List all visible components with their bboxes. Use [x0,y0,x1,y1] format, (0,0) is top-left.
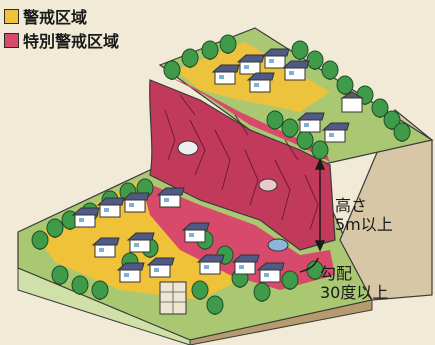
height-annotation-line2: 5m以上 [335,215,393,234]
building-icon [340,91,364,113]
tree-icon [51,265,69,285]
tree-icon [291,40,309,60]
rock-icon [177,140,289,252]
house-icon [156,187,185,208]
house-icon [246,72,275,93]
tree-icon [219,34,237,54]
tree-icon [306,50,324,70]
house-icon [296,112,325,133]
house-icon [321,122,350,143]
building-icon [159,281,187,315]
house-icon [281,60,310,81]
special-zone-lowland [140,180,335,290]
base-slab-front [17,267,191,345]
legend-item-special: 特別警戒区域 [4,28,119,52]
house-icon [181,222,210,243]
tree-icon [201,40,219,60]
house-icon [196,254,225,275]
tree-icon [206,295,224,315]
houses-layer [71,48,350,283]
tree-icon [191,280,209,300]
tree-icon [371,98,389,118]
tree-icon [296,130,314,150]
tree-icon [281,118,299,138]
plateau-side-wall [339,109,433,301]
house-icon [261,48,290,69]
house-icon [146,257,175,278]
legend: 警戒区域 特別警戒区域 [4,4,119,52]
tree-icon [383,110,401,130]
height-annotation-line1: 高さ [335,196,368,215]
house-icon [256,262,285,283]
special-zone-plateau [160,72,330,162]
height-annotation: 高さ 5m以上 [335,196,393,234]
house-icon [236,54,265,75]
slope-annotation-line1: 勾配 [320,264,353,283]
house-icon [91,237,120,258]
tree-icon [336,75,354,95]
cliff-texture [164,94,319,231]
house-icon [231,254,260,275]
house-icon [121,192,150,213]
base-slab-side [189,299,373,345]
tree-icon [71,275,89,295]
house-icon [126,232,155,253]
slope-arc [299,257,319,273]
legend-swatch-special [4,32,19,48]
tree-icon [91,280,109,300]
height-arrow [314,158,326,252]
house-icon [116,262,145,283]
tree-icon [266,110,284,130]
tree-icon [321,60,339,80]
tree-icon [46,218,64,238]
slope-annotation-line2: 30度以上 [320,283,389,302]
tree-icon [253,282,271,302]
slope-annotation: 勾配 30度以上 [320,264,388,302]
legend-label-special: 特別警戒区域 [23,32,120,51]
house-icon [71,207,100,228]
tree-icon [181,48,199,68]
legend-item-warning: 警戒区域 [4,4,119,28]
house-icon [211,64,240,85]
tree-icon [31,230,49,250]
legend-label-warning: 警戒区域 [23,8,88,27]
tree-icon [163,60,181,80]
legend-swatch-warning [4,8,19,24]
tree-icon [393,122,411,142]
tree-icon [311,140,329,160]
tree-icon [281,270,299,290]
house-icon [96,197,125,218]
